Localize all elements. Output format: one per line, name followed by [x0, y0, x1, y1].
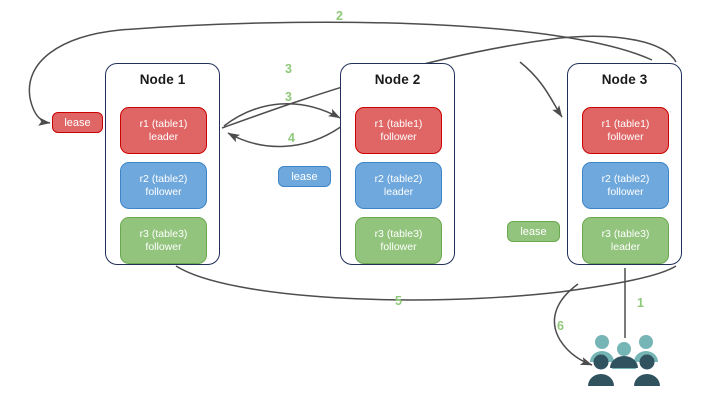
replica-role: follower — [145, 185, 182, 198]
edge-label-5: 5 — [395, 294, 402, 308]
replica-r3[interactable]: r3 (table3) leader — [582, 217, 669, 264]
lease-chip-r1[interactable]: lease — [52, 112, 103, 133]
node-card-1[interactable]: Node 1 r1 (table1) leader r2 (table2) fo… — [105, 63, 220, 265]
replica-name: r1 (table1) — [601, 117, 650, 130]
edge-6-path — [553, 283, 593, 366]
replica-role: leader — [148, 130, 179, 143]
replica-r2[interactable]: r2 (table2) follower — [582, 162, 669, 209]
replica-role: follower — [380, 130, 417, 143]
replica-r2[interactable]: r2 (table2) follower — [120, 162, 207, 209]
edge-label-3-lens: 3 — [285, 90, 292, 104]
edge-label-3-upper: 3 — [285, 62, 292, 76]
replica-r1[interactable]: r1 (table1) follower — [582, 107, 669, 154]
replica-name: r1 (table1) — [374, 117, 423, 130]
replica-r3[interactable]: r3 (table3) follower — [120, 217, 207, 264]
edge-label-4: 4 — [288, 131, 295, 145]
replica-r1[interactable]: r1 (table1) follower — [355, 107, 442, 154]
replica-role: follower — [607, 130, 644, 143]
lease-label: lease — [520, 225, 547, 238]
replica-role: follower — [145, 240, 182, 253]
node-card-2[interactable]: Node 2 r1 (table1) follower r2 (table2) … — [340, 63, 455, 265]
edge-3-to-node3-path — [519, 61, 563, 118]
edge-3-lens-path — [223, 103, 341, 127]
replica-name: r2 (table2) — [374, 172, 423, 185]
lease-chip-r3[interactable]: lease — [507, 221, 560, 242]
replica-role: leader — [383, 185, 414, 198]
replica-name: r1 (table1) — [139, 117, 188, 130]
lease-label: lease — [64, 116, 91, 129]
node-card-3[interactable]: Node 3 r1 (table1) follower r2 (table2) … — [567, 63, 682, 265]
replica-name: r2 (table2) — [601, 172, 650, 185]
replica-name: r3 (table3) — [601, 227, 650, 240]
replica-role: follower — [380, 240, 417, 253]
node-title: Node 2 — [374, 72, 421, 87]
replica-name: r3 (table3) — [139, 227, 188, 240]
edge-2-path — [28, 21, 653, 126]
replica-r1[interactable]: r1 (table1) leader — [120, 107, 207, 154]
replica-r2[interactable]: r2 (table2) leader — [355, 162, 442, 209]
replica-name: r3 (table3) — [374, 227, 423, 240]
edge-label-6: 6 — [557, 319, 564, 333]
replica-name: r2 (table2) — [139, 172, 188, 185]
lease-chip-r2[interactable]: lease — [278, 166, 331, 187]
replica-role: leader — [610, 240, 641, 253]
edge-label-2: 2 — [336, 9, 343, 23]
people-group-icon — [588, 335, 660, 386]
edge-5-path — [175, 265, 677, 301]
node-title: Node 3 — [601, 72, 648, 87]
edge-label-1: 1 — [637, 296, 644, 310]
lease-label: lease — [291, 170, 318, 183]
edge-4-lens-path — [227, 125, 343, 148]
node-title: Node 1 — [139, 72, 186, 87]
replica-r3[interactable]: r3 (table3) follower — [355, 217, 442, 264]
replica-role: follower — [607, 185, 644, 198]
